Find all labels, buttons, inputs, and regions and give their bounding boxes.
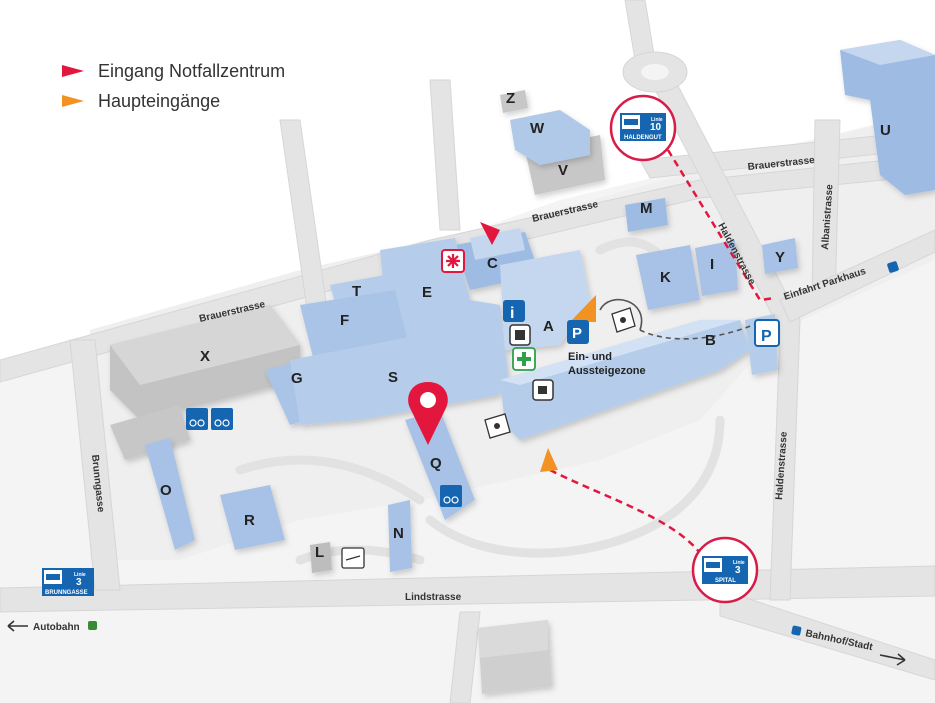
legend-label-emergency: Eingang Notfallzentrum [98, 60, 286, 81]
bus-stop-spital: Linie 3 SPITAL [691, 536, 759, 604]
red-triangle-icon [62, 65, 84, 77]
parking-garage-icon: P [754, 319, 780, 347]
building-label-x: X [200, 348, 210, 365]
building-label-e: E [422, 284, 432, 301]
svg-text:SPITAL: SPITAL [715, 578, 736, 584]
main-entrance-marker-south [540, 448, 558, 472]
svg-text:10: 10 [650, 122, 662, 133]
building-label-k: K [660, 269, 671, 286]
drop-off-zone-label: Ein- und Aussteigezone [568, 351, 646, 377]
route-spital [549, 468, 707, 561]
building-label-l: L [315, 544, 324, 561]
location-pin-icon [408, 382, 448, 445]
elevator-icon [509, 324, 531, 346]
building-label-w: W [530, 120, 545, 137]
svg-text:i: i [510, 305, 514, 322]
building-label-i: I [710, 256, 714, 273]
street-label-halden-right: Haldenstrasse [774, 431, 790, 500]
building-label-c: C [487, 255, 498, 272]
svg-text:P: P [761, 328, 772, 345]
map-legend: Eingang Notfallzentrum Haupteingänge [62, 56, 285, 116]
building-label-y: Y [775, 249, 785, 266]
route-haldengut [666, 149, 776, 302]
cafe-icon [532, 379, 554, 401]
street-label-albani: Albanistrasse [820, 184, 836, 251]
taxi-icon-north [611, 307, 636, 333]
legend-item-main: Haupteingänge [62, 86, 285, 116]
building-label-u: U [880, 122, 891, 139]
orange-triangle-icon [62, 95, 84, 107]
route-parkhaus [639, 321, 761, 340]
svg-text:3: 3 [735, 565, 741, 576]
ambulance-lane-icon [341, 547, 365, 569]
main-entrance-marker-a [570, 295, 596, 322]
building-label-o: O [160, 482, 172, 499]
building-label-s: S [388, 369, 398, 386]
direction-arrow-curve [599, 298, 643, 331]
legend-label-main: Haupteingänge [98, 90, 221, 111]
building-label-n: N [393, 525, 404, 542]
building-label-b: B [705, 332, 716, 349]
svg-text:3: 3 [76, 577, 82, 588]
building-label-q: Q [430, 455, 442, 472]
emergency-icon [441, 249, 465, 273]
building-label-m: M [640, 200, 653, 217]
info-icon: i [503, 300, 525, 322]
svg-text:Linie: Linie [651, 117, 663, 123]
building-label-t: T [352, 283, 361, 300]
building-label-g: G [291, 370, 303, 387]
svg-text:Linie: Linie [74, 572, 86, 578]
bus-stop-brunngasse: Linie 3 BRUNNGASSE [42, 568, 94, 596]
building-labels: Z W V U M K I Y C E T F A B X G S Q O R … [160, 90, 891, 561]
direction-autobahn: Autobahn [7, 620, 97, 633]
svg-text:Autobahn: Autobahn [33, 622, 80, 633]
svg-text:P: P [572, 325, 582, 342]
legend-item-emergency: Eingang Notfallzentrum [62, 56, 285, 86]
building-label-z: Z [506, 90, 515, 107]
building-label-r: R [244, 512, 255, 529]
building-label-f: F [340, 312, 349, 329]
pharmacy-icon [512, 347, 536, 371]
bus-stop-haldengut: Linie 10 HALDENGUT [609, 94, 677, 162]
disabled-parking-icon: P [567, 320, 589, 344]
street-label-lind: Lindstrasse [405, 592, 462, 603]
walking-routes [549, 149, 776, 561]
svg-text:Aussteigezone: Aussteigezone [568, 365, 646, 377]
building-label-a: A [543, 318, 554, 335]
building-label-v: V [558, 162, 568, 179]
svg-text:Ein- und: Ein- und [568, 351, 612, 363]
blue-buildings [145, 40, 935, 572]
svg-text:Linie: Linie [733, 560, 745, 566]
emergency-entrance-marker [480, 222, 500, 245]
roundabout [622, 51, 688, 93]
taxi-icon-south [484, 413, 511, 439]
bike-parking-icon-west [186, 408, 233, 430]
svg-text:BRUNNGASSE: BRUNNGASSE [45, 590, 88, 596]
bike-parking-icon-q [440, 485, 462, 507]
svg-text:HALDENGUT: HALDENGUT [624, 135, 662, 141]
